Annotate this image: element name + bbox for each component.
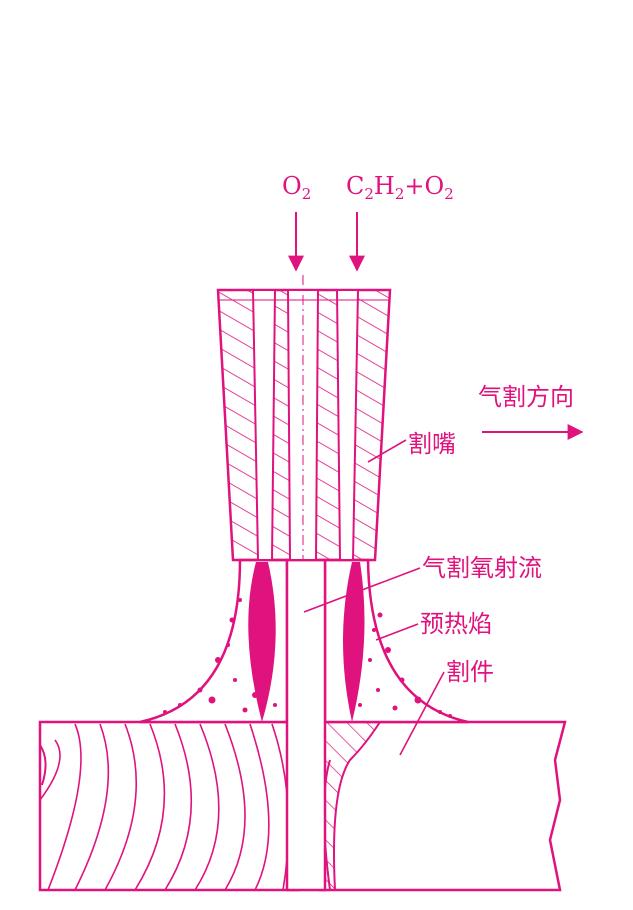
nozzle-leader [367,439,407,463]
workpiece-leader [399,671,445,756]
fuel-input-label: C2H2+O2 [346,172,454,203]
preheat-flame-label: 预热焰 [420,610,492,638]
oxygen-jet [285,558,327,892]
oxygen-jet-leader [303,567,421,613]
workpiece-right [318,720,567,892]
nozzle [216,275,392,562]
workpiece-label: 割件 [446,658,494,686]
preheat-flame-leader [375,623,419,641]
oxygen-input-label: O2 [282,172,311,203]
nozzle-label: 割嘴 [408,430,456,458]
workpiece-left [38,720,300,892]
preheat-flame [139,558,469,724]
direction-label: 气割方向 [478,383,574,411]
oxygen-jet-label: 气割氧射流 [422,554,542,582]
